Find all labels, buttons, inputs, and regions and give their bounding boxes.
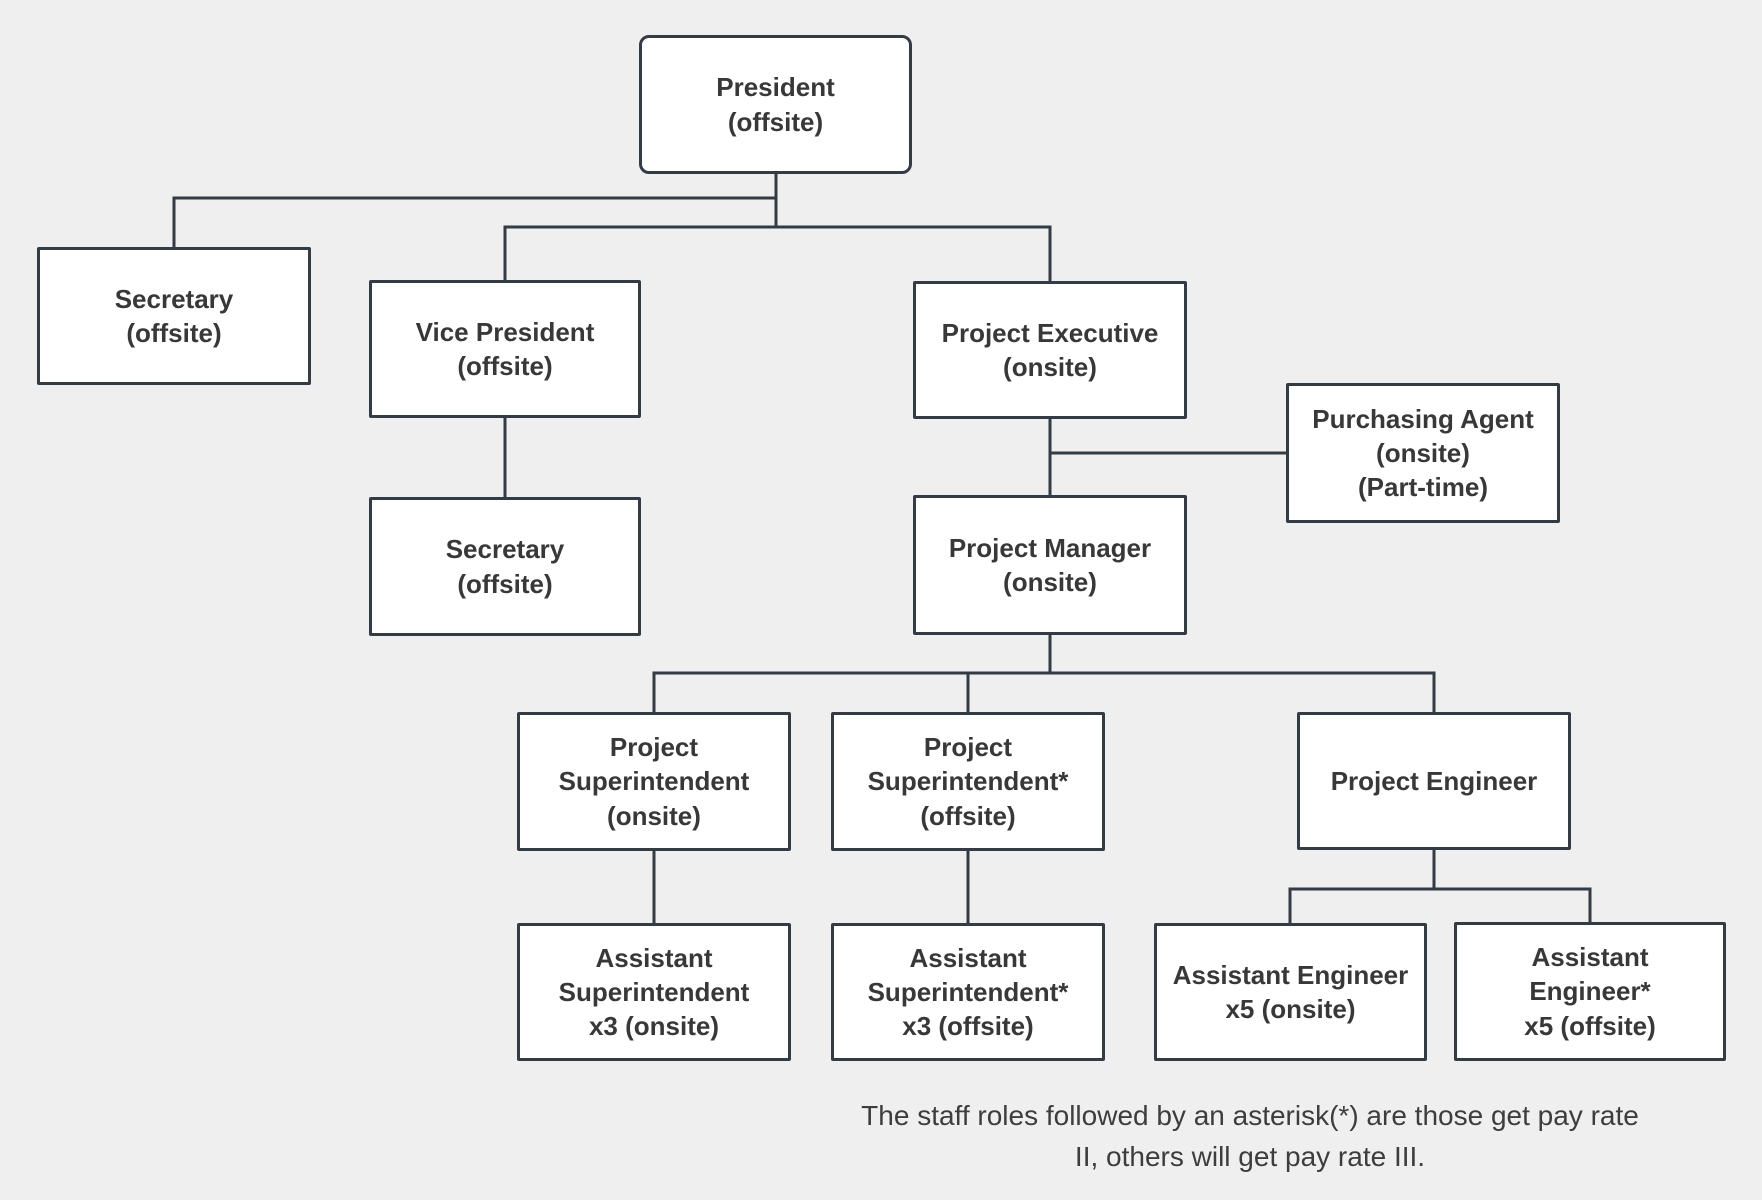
connector-vp-pe-branch: [503, 225, 1052, 281]
node-project-executive: Project Executive (onsite): [913, 281, 1187, 419]
node-vice-president: Vice President (offsite): [369, 280, 641, 418]
connector-pm-children-rail: [652, 671, 1436, 712]
connector-secretary-branch: [172, 196, 776, 247]
node-secretary-offsite: Secretary (offsite): [37, 247, 311, 385]
node-assistant-engineer-offsite: Assistant Engineer* x5 (offsite): [1454, 922, 1726, 1061]
node-assistant-superintendent-offsite: Assistant Superintendent* x3 (offsite): [831, 923, 1105, 1061]
node-project-superintendent-onsite: Project Superintendent (onsite): [517, 712, 791, 851]
node-purchasing-agent: Purchasing Agent (onsite) (Part-time): [1286, 383, 1560, 523]
node-president: President (offsite): [639, 35, 912, 174]
node-project-manager: Project Manager (onsite): [913, 495, 1187, 635]
node-assistant-superintendent-onsite: Assistant Superintendent x3 (onsite): [517, 923, 791, 1061]
node-assistant-engineer-onsite: Assistant Engineer x5 (onsite): [1154, 923, 1427, 1061]
connector-engineer-children-rail: [1288, 887, 1592, 923]
node-project-superintendent-offsite: Project Superintendent* (offsite): [831, 712, 1105, 851]
node-secretary-under-vp: Secretary (offsite): [369, 497, 641, 636]
pay-rate-footnote: The staff roles followed by an asterisk(…: [861, 1100, 1639, 1172]
node-project-engineer: Project Engineer: [1297, 712, 1571, 850]
